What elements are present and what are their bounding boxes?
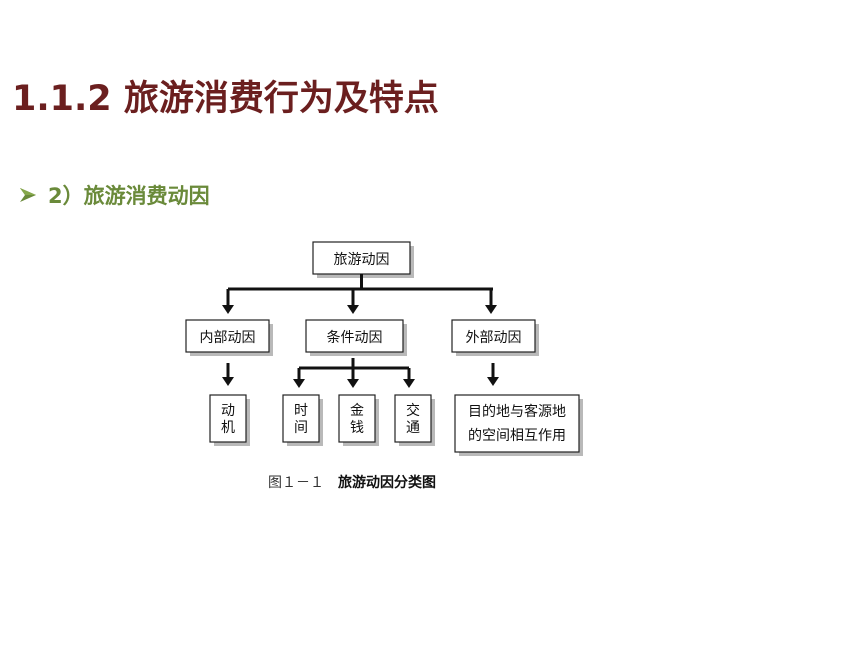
external-child-arrowhead (487, 377, 499, 386)
internal-node-box (185, 319, 270, 353)
motive-label-top: 动 (221, 403, 235, 419)
internal-child-arrowhead (222, 377, 234, 386)
bullet-text: 2）旅游消费动因 (48, 184, 210, 208)
traffic-node-box (394, 394, 432, 443)
spatial-interaction-label-line-1: 目的地与客源地 (468, 403, 566, 420)
traffic-arrowhead (403, 379, 415, 388)
traffic-label-top: 交 (406, 402, 420, 419)
spatial-interaction-node-box (454, 394, 580, 453)
time-label-bottom: 间 (294, 420, 308, 436)
motive-label-bottom: 机 (221, 420, 235, 436)
money-label-bottom: 钱 (350, 420, 364, 436)
slide-title: 1.1.2 旅游消费行为及特点 (12, 79, 439, 119)
internal-node-label: 内部动因 (200, 330, 256, 346)
figure-caption-title: 旅游动因分类图 (338, 474, 436, 491)
spatial-interaction-label-line-2: 的空间相互作用 (468, 428, 566, 444)
conditional-arrowhead (347, 305, 359, 314)
conditional-node-label: 条件动因 (327, 329, 383, 346)
time-arrowhead (293, 379, 305, 388)
figure-number: 图１－１ (268, 475, 324, 491)
motive-node-box (209, 394, 247, 443)
money-label-top: 金 (350, 403, 364, 419)
bullet-arrow-icon (20, 188, 36, 202)
external-node-label: 外部动因 (466, 330, 522, 346)
time-label-top: 时 (294, 403, 308, 419)
traffic-label-bottom: 通 (406, 420, 420, 436)
money-arrowhead (347, 379, 359, 388)
internal-arrowhead (222, 305, 234, 314)
money-node-box (338, 394, 376, 443)
external-arrowhead (485, 305, 497, 314)
motivation-classification-diagram: 旅游动因 内部动因 条件动因 外部动因 动 机 时 间 金 钱 交 通 目的地与… (185, 241, 583, 491)
bullet-item: 2）旅游消费动因 (18, 180, 210, 210)
external-node-box (451, 319, 536, 353)
root-node-box (312, 241, 411, 275)
conditional-node-box (305, 319, 404, 353)
time-node-box (282, 394, 320, 443)
root-node-label: 旅游动因 (334, 252, 390, 268)
